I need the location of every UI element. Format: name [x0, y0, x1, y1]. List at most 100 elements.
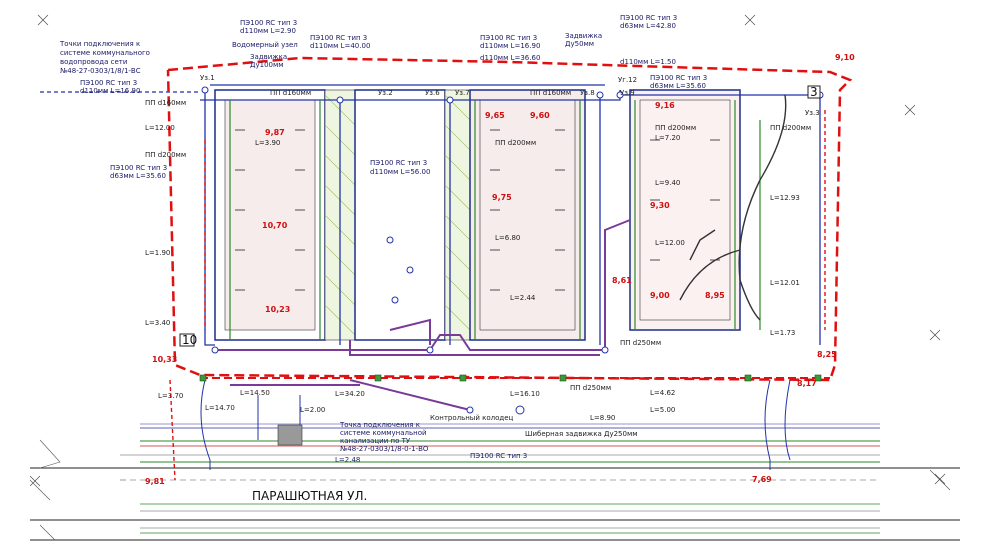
valve-du50-label: Ду50мм [565, 40, 594, 48]
pp-label-4: ПП d160мм [530, 89, 571, 97]
pipe-label-top-2: ПЭ100 RC тип 3 [310, 34, 367, 42]
pp-label-2: ПП d200мм [145, 151, 186, 159]
node-uz1: Уз.1 [200, 74, 215, 82]
pipe-label-l56: d110мм L=56.00 [370, 168, 430, 176]
l-label-7-20: L=7.20 [655, 134, 680, 142]
l-label-3-70: L=3.70 [158, 392, 183, 400]
building-center [469, 89, 586, 341]
pp-label-5: ПП d200мм [495, 139, 536, 147]
pp-label-7: ПП d200мм [655, 124, 696, 132]
pipe-label-l42: d63мм L=42.80 [620, 22, 676, 30]
road-area [29, 423, 960, 541]
valve-label-1: Задвижка [250, 53, 287, 61]
grid-crosses [29, 14, 946, 487]
l-label-12-00: L=12.00 [655, 239, 685, 247]
valve-du100-label: Ду100мм [250, 61, 284, 69]
pp-label-6: ПП d250мм [620, 339, 661, 347]
control-well-label: Контрольный колодец [430, 414, 514, 422]
l-label-6-80: L=6.80 [495, 234, 520, 242]
pipe-label-top-4: ПЭ100 RC тип 3 [620, 14, 677, 22]
node-uz7: Уз.7 [455, 89, 470, 97]
valve-label-2: Задвижка [565, 32, 602, 40]
elevation-9-87: 9,87 [265, 128, 285, 137]
pp-label-8: ПП d200мм [770, 124, 811, 132]
text-labels: 10 3 ПАРАШЮТНАЯ УЛ. Точки подключения к … [59, 14, 855, 503]
elevation-10-33: 10,33 [152, 355, 177, 364]
elevation-8-17: 8,17 [797, 379, 817, 388]
connection-note-2-line-2: системе коммунальной [340, 429, 427, 437]
pipe-network-darkgray [679, 94, 787, 321]
l-label-12-93: L=12.93 [770, 194, 800, 202]
elevation-9-65: 9,65 [485, 111, 505, 120]
l-label-14-70: L=14.70 [205, 404, 235, 412]
pp-label-3: ПП d160мм [270, 89, 311, 97]
node-uz3: Уз.3 [805, 109, 820, 117]
connection-note-line-4: №48-27-0303/1/8/1-ВС [60, 67, 141, 75]
l-label-1-90: L=1.90 [145, 249, 170, 257]
building-right [629, 89, 741, 331]
elevation-8-25: 8,25 [817, 350, 837, 359]
pipe-label-top-1: ПЭ100 RC тип 3 [240, 19, 297, 27]
red-dashed-markers [169, 110, 826, 481]
elevation-7-69: 7,69 [752, 475, 772, 484]
connection-note-line-2: системе коммунального [60, 49, 150, 57]
node-uz9: Уз.9 [620, 89, 635, 97]
street-name: ПАРАШЮТНАЯ УЛ. [252, 489, 367, 503]
pipe-label-top-3: ПЭ100 RC тип 3 [480, 34, 537, 42]
pp-label-1: ПП d160мм [145, 99, 186, 107]
node-uz2: Уз.2 [378, 89, 393, 97]
l-label-1-73: L=1.73 [770, 329, 795, 337]
node-ug12: Уг.12 [618, 76, 637, 84]
pipe-label-l40: d110мм L=40.00 [310, 42, 370, 50]
marker-10: 10 [182, 333, 197, 347]
elevation-9-16: 9,16 [655, 101, 675, 110]
connection-note-line-1: Точки подключения к [59, 40, 140, 48]
pipe-label-l36: d110мм L=36.60 [480, 54, 540, 62]
elevation-9-10: 9,10 [835, 53, 855, 62]
water-node-label: Водомерный узел [232, 41, 298, 49]
connection-note-2-line-1: Точка подключения к [339, 421, 420, 429]
l-label-2-00: L=2.00 [300, 406, 325, 414]
l-label-4-62: L=4.62 [650, 389, 675, 397]
elevation-10-23: 10,23 [265, 305, 290, 314]
l-label-2-44: L=2.44 [510, 294, 536, 302]
pipe-label-l16: d110мм L=16.90 [480, 42, 540, 50]
pipe-label-bottom: ПЭ100 RC тип 3 [470, 452, 527, 460]
control-well-box [277, 424, 303, 446]
marker-3: 3 [810, 85, 818, 99]
elevation-9-30: 9,30 [650, 201, 670, 210]
node-uz6: Уз.6 [425, 89, 440, 97]
connection-note-line-3: водопровода сети [60, 58, 127, 66]
connection-note-2-line-3: канализации по ТУ [340, 437, 411, 445]
site-boundary [166, 56, 853, 382]
elevation-8-61: 8,61 [612, 276, 632, 285]
pipe-label-mid: ПЭ100 RC тип 3 [370, 159, 427, 167]
elevation-10-70: 10,70 [262, 221, 288, 230]
section-markers [179, 85, 821, 347]
pipe-label-l35b: d63мм L=35.60 [110, 172, 166, 180]
green-well-markers [199, 374, 822, 382]
l-label-14-50: L=14.50 [240, 389, 270, 397]
elevation-8-95: 8,95 [705, 291, 725, 300]
pipe-label-l290: d110мм L=2.90 [240, 27, 296, 35]
l-label-8-40: L=9.40 [655, 179, 680, 187]
pipe-label-main: ПЭ100 RC тип 3 [80, 79, 137, 87]
elevation-9-81: 9,81 [145, 477, 165, 486]
elevation-9-00: 9,00 [650, 291, 670, 300]
l-label-34-20: L=34.20 [335, 390, 365, 398]
pipe-label-top-5: ПЭ100 RC тип 3 [650, 74, 707, 82]
elevation-9-75: 9,75 [492, 193, 512, 202]
elevation-9-60: 9,60 [530, 111, 550, 120]
pipe-network-green [229, 100, 761, 340]
pipe-label-d110-l16: d110мм L=16.90 [80, 87, 140, 95]
l-label-12: L=12.00 [145, 124, 175, 132]
pipe-label-l35: d63мм L=35.60 [650, 82, 706, 90]
gate-valve-label: Шиберная задвижка Ду250мм [525, 430, 638, 438]
connection-note-2-line-4: №48-27-0303/1/8-0-1-ВО [340, 445, 429, 453]
pipe-label-left: ПЭ100 RC тип 3 [110, 164, 167, 172]
l-label-2-48: L=2.48 [335, 456, 360, 464]
building-middle [354, 89, 471, 341]
pp-label-9: ПП d250мм [570, 384, 611, 392]
node-uz8: Уз.8 [580, 89, 595, 97]
